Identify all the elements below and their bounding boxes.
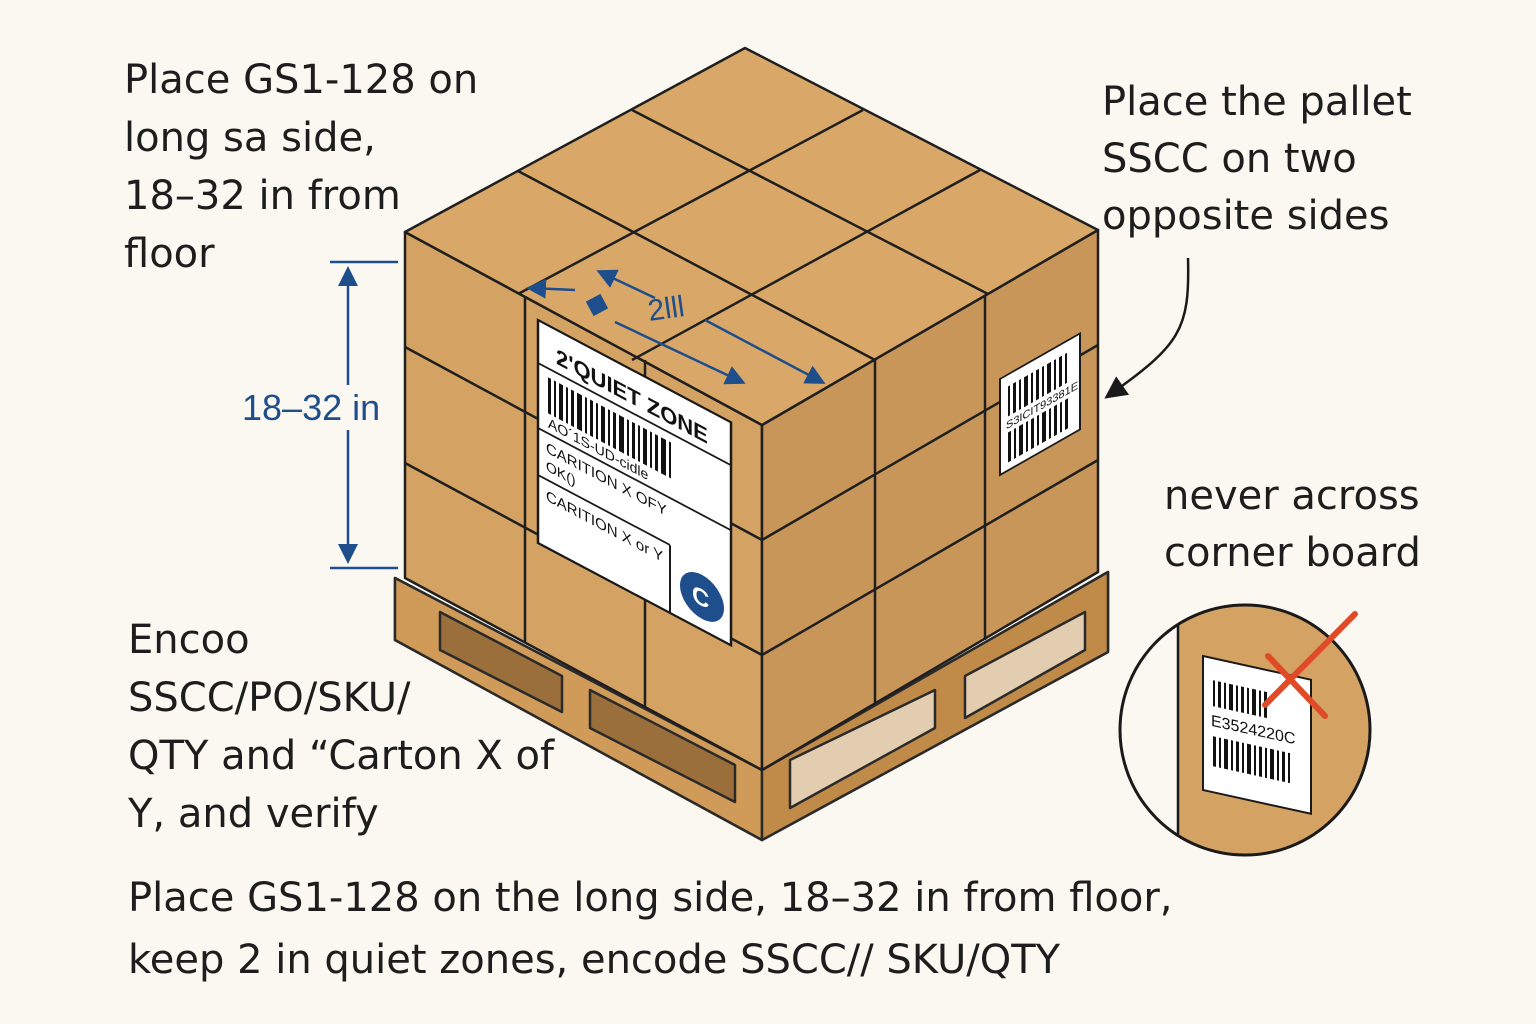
pointer-arrow <box>1104 257 1190 399</box>
note-line: Place the pallet <box>1102 79 1412 125</box>
bottom-caption: Place GS1-128 on the long side, 18–32 in… <box>128 878 1173 1002</box>
quiet-zone-arrows <box>526 269 826 385</box>
pallet-opening-far <box>963 610 1087 720</box>
note-line: Place GS1-128 on <box>124 57 479 103</box>
top-left-note: Place GS1-128 on long sa side, 18–32 in … <box>124 60 478 292</box>
height-dimension-label: 18–32 in <box>242 387 380 428</box>
note-line: floor <box>124 231 215 277</box>
gs1-128-label: 2'QUIET ZONE AO´1S-UD-cidle CARITION X O… <box>536 318 733 648</box>
top-right-note: Place the pallet SSCC on two opposite si… <box>1102 82 1412 253</box>
caption-line: Place GS1-128 on the long side, 18–32 in… <box>128 875 1173 921</box>
quiet-zone-label: 2lll <box>646 290 687 328</box>
corner-board-note: never across corner board <box>1164 476 1421 590</box>
note-line: Encoo <box>128 617 250 663</box>
note-line: QTY and “Carton X of <box>128 733 555 779</box>
corner-board-inset: E3524220C <box>1118 603 1372 857</box>
pallet-base <box>393 570 1110 842</box>
note-line: SSCC on two <box>1102 136 1357 182</box>
label-logo-letter: C <box>692 580 709 615</box>
bottom-left-note: Encoo SSCC/PO/SKU/ QTY and “Carton X of … <box>128 620 554 852</box>
note-line: Y, and verify <box>128 791 379 837</box>
pallet-opening-left <box>438 610 564 714</box>
caption-line: keep 2 in quiet zones, encode SSCC// SKU… <box>128 937 1061 983</box>
note-line: corner board <box>1164 530 1421 576</box>
stack-top-face <box>403 46 1100 427</box>
note-line: 18–32 in from <box>124 173 401 219</box>
note-line: SSCC/PO/SKU/ <box>128 675 411 721</box>
height-dimension <box>330 260 398 570</box>
label-logo-icon: C <box>680 572 724 622</box>
note-line: never across <box>1164 473 1420 519</box>
label-barcode <box>548 377 671 479</box>
pallet-opening-center <box>588 688 737 804</box>
side-sscc-label: S3ICIT93381E <box>999 331 1081 477</box>
pallet-opening-right <box>788 688 937 810</box>
note-line: opposite sides <box>1102 193 1390 239</box>
cross-icon <box>1262 611 1358 719</box>
note-line: long sa side, <box>124 115 376 161</box>
inset-label: E3524220C <box>1202 654 1312 815</box>
